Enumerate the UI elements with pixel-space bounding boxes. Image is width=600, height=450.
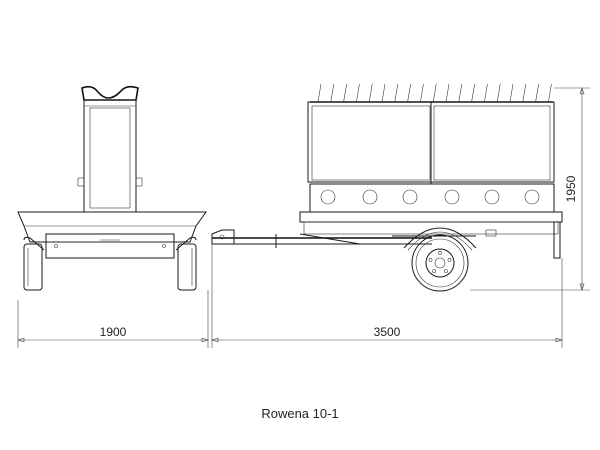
dimension-height-label: 1950 <box>564 175 578 202</box>
front-view <box>17 85 207 291</box>
dimension-length-label: 3500 <box>374 325 401 339</box>
side-view <box>211 83 563 292</box>
dimension-width-label: 1900 <box>100 325 127 339</box>
dimension-lines <box>17 87 590 348</box>
drawing-caption: Rowena 10-1 <box>261 406 339 421</box>
